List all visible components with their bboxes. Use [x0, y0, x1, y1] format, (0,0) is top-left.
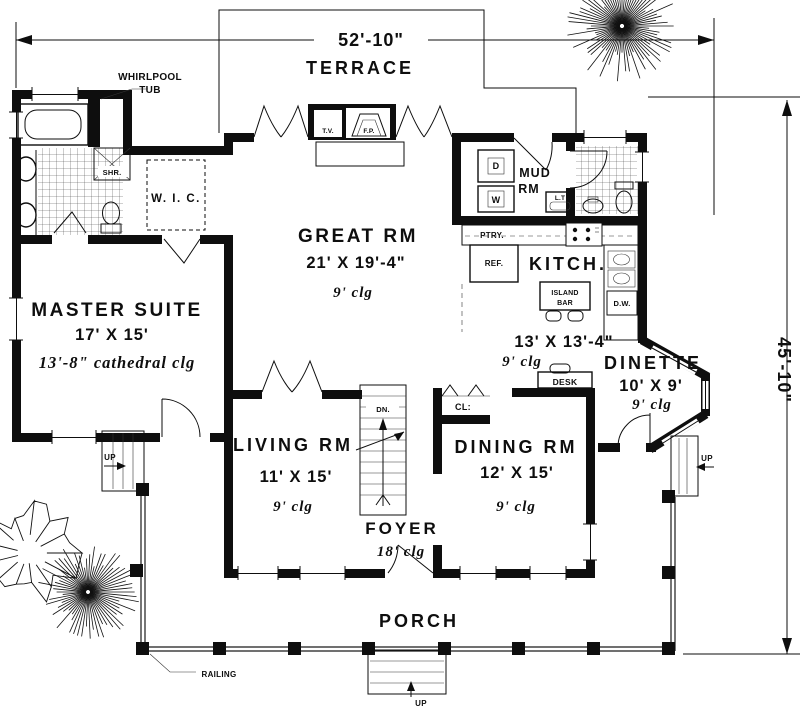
fireplace-tv — [314, 108, 405, 167]
master-porch-door — [161, 398, 201, 438]
great-room-ceiling: 9' clg — [333, 285, 373, 301]
closet-label: CL: — [455, 402, 471, 412]
french-door — [253, 104, 309, 138]
wic-shelving — [146, 159, 206, 231]
bush-icon — [0, 499, 84, 603]
half-bath-sink — [582, 196, 604, 214]
foyer-ceiling: 18' clg — [377, 544, 425, 560]
living-room-label: LIVING RM — [233, 435, 353, 455]
mud-room-label-1: MUD — [519, 166, 550, 180]
whirlpool-label-2: TUB — [139, 85, 160, 96]
washer-box — [477, 185, 515, 213]
up-label-front: UP — [415, 699, 427, 708]
master-suite-size: 17' X 15' — [75, 326, 149, 344]
railing-label: RAILING — [202, 670, 237, 679]
terrace-label: TERRACE — [306, 58, 414, 78]
tv-label: T.V. — [322, 128, 333, 135]
sink — [15, 202, 37, 228]
kitchen-east-counter — [603, 244, 639, 341]
whirlpool-label-1: WHIRLPOOL — [118, 72, 182, 83]
island-label-2: BAR — [557, 300, 573, 307]
front-door — [387, 544, 434, 574]
dimension-height: 45'-10" — [648, 96, 800, 655]
mud-room-door — [513, 137, 553, 171]
desk-fixture — [537, 363, 593, 389]
laundry-tub — [545, 191, 575, 213]
dining-room-ceiling: 9' clg — [496, 499, 536, 515]
french-door — [395, 104, 453, 138]
wic-label: W. I. C. — [151, 193, 201, 205]
refrigerator-label: REF. — [485, 259, 504, 268]
railing-leader — [149, 653, 196, 673]
porch-label: PORCH — [379, 611, 459, 631]
stairs — [355, 384, 407, 516]
great-room-size: 21' X 19'-4" — [306, 254, 405, 272]
master-suite-label: MASTER SUITE — [31, 300, 202, 321]
closet-rod — [441, 384, 490, 397]
island-label-1: ISLAND — [551, 290, 578, 297]
living-room-ceiling: 9' clg — [273, 499, 313, 515]
kitchen-ceiling: 9' clg — [502, 354, 542, 370]
whirlpool-tub — [17, 103, 89, 146]
side-steps-left — [101, 430, 145, 492]
pantry-label: PTRY. — [480, 231, 504, 240]
sink — [15, 156, 37, 182]
front-steps — [367, 649, 447, 697]
dining-room-size: 12' X 15' — [480, 464, 554, 482]
dining-room-label: DINING RM — [455, 437, 578, 457]
dimension-width: 52'-10" — [15, 18, 715, 215]
living-room-size: 11' X 15' — [260, 468, 333, 486]
half-bath-toilet — [614, 181, 634, 214]
up-label-left: UP — [104, 453, 116, 462]
washer-label: W — [492, 195, 501, 205]
up-label-right: UP — [701, 454, 713, 463]
kitchen-label: KITCH. — [529, 254, 607, 274]
fixtures — [15, 103, 639, 516]
dryer-label: D — [493, 161, 500, 171]
porch-railing — [101, 430, 714, 697]
master-bath-tile — [38, 148, 123, 235]
wic-door — [163, 238, 201, 264]
foyer-label: FOYER — [365, 519, 439, 538]
dishwasher-label: D.W. — [613, 299, 630, 308]
terrace-outline — [218, 9, 577, 133]
french-door — [261, 359, 323, 393]
fireplace-label: F.P. — [363, 128, 374, 135]
bath-door — [53, 211, 87, 234]
dinette-label: DINETTE — [604, 353, 702, 373]
kitchen-size: 13' X 13'-4" — [514, 333, 613, 351]
dinette-door — [617, 413, 651, 448]
kitchen-counter — [461, 222, 639, 247]
toilet — [100, 201, 122, 234]
tree-icon — [567, 0, 674, 82]
side-steps-right — [670, 435, 714, 497]
half-bath-door — [569, 150, 608, 189]
labels: TERRACE WHIRLPOOL TUB SHR. W. I. C. MAST… — [31, 58, 713, 708]
dimension-height-label: 45'-10" — [774, 337, 794, 403]
master-suite-ceiling: 13'-8" cathedral clg — [39, 353, 196, 372]
mud-room-label-2: RM — [518, 182, 539, 196]
windows — [9, 87, 709, 580]
desk-label: DESK — [553, 377, 578, 387]
whirlpool-leader — [100, 88, 148, 100]
shower — [93, 147, 131, 181]
great-room-label: GREAT RM — [298, 226, 418, 247]
refrigerator-box — [469, 244, 519, 283]
dimension-width-label: 52'-10" — [338, 30, 404, 50]
dinette-ceiling: 9' clg — [632, 397, 672, 413]
doors — [53, 104, 651, 574]
shower-label: SHR. — [103, 168, 122, 177]
laundry-tub-label: L.T — [555, 195, 565, 202]
stairs-down-label: DN. — [376, 405, 390, 414]
tree-icon — [38, 546, 139, 639]
dinette-size: 10' X 9' — [619, 377, 683, 395]
island-bar — [539, 281, 591, 322]
dryer-box — [477, 149, 515, 183]
